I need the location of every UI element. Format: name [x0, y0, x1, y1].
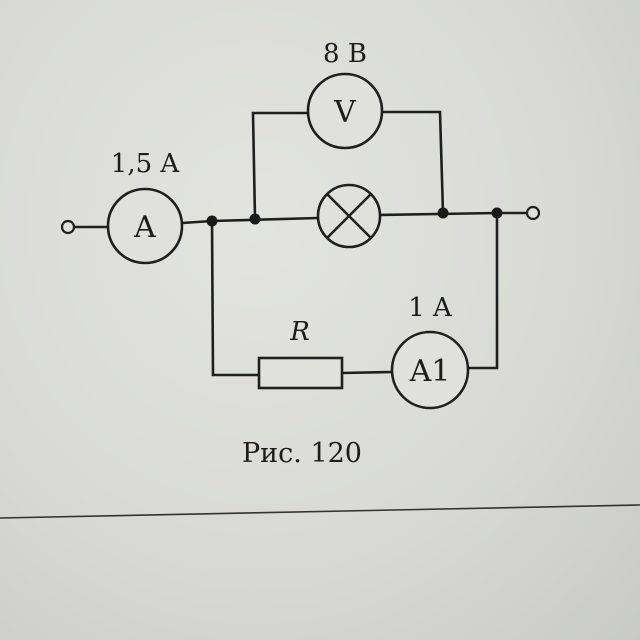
figure-caption: Рис. 120 [242, 438, 362, 469]
ammeter-main-reading: 1,5 A [111, 149, 181, 179]
ammeter-main-icon [106, 187, 184, 265]
input-terminal [60, 219, 76, 235]
voltmeter-reading: 8 В [323, 39, 367, 69]
wire-voltmeter-left [251, 111, 308, 220]
wire-lower-right [468, 213, 499, 370]
wire-to-lamp [211, 216, 319, 223]
junction-left [206, 215, 218, 227]
lamp-icon [316, 183, 382, 249]
ammeter-branch-icon [390, 330, 470, 410]
output-terminal [525, 205, 541, 221]
wire-voltmeter-right [383, 110, 445, 214]
junction-voltmeter-left [249, 213, 261, 225]
junction-right [491, 207, 503, 219]
resistor-icon [257, 356, 344, 390]
ammeter-main-letter: A [133, 210, 156, 245]
ammeter-branch-reading: 1 A [408, 293, 453, 323]
page-divider [0, 504, 640, 519]
wire-resistor-to-a1 [341, 370, 393, 375]
resistor-label: R [289, 317, 310, 347]
junction-voltmeter-right [437, 207, 449, 219]
wire-lower-left [210, 220, 259, 377]
voltmeter-icon [306, 72, 384, 150]
ammeter-branch-letter: A1 [409, 354, 451, 389]
voltmeter-letter: V [333, 95, 357, 130]
